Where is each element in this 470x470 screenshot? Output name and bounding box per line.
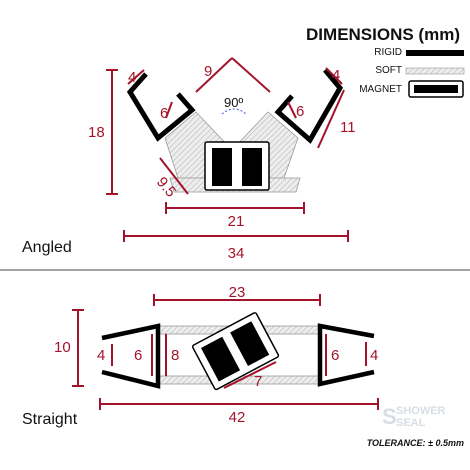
angled-angle-label: 90º — [224, 95, 243, 110]
angled-dim-left-inner: 6 — [160, 105, 168, 122]
straight-magnet-right — [230, 321, 270, 367]
watermark-line-2: SEAL — [396, 417, 426, 429]
svg-text:S: S — [382, 404, 397, 429]
angled-magnet-left — [212, 148, 232, 186]
legend-magnet-label: MAGNET — [359, 84, 402, 95]
straight-dim-right-inner: 6 — [331, 347, 339, 364]
legend-title: DIMENSIONS (mm) — [306, 25, 460, 44]
angled-profile: 90º — [22, 57, 356, 262]
angled-dim-top-run: 9 — [204, 63, 212, 80]
angled-magnet-right — [242, 148, 262, 186]
straight-dim-magnet-width: 7 — [254, 373, 262, 390]
straight-dim-right-arm: 4 — [370, 347, 378, 364]
watermark: SHOWER SEAL S — [382, 404, 446, 429]
angled-dim-right-run: 11 — [340, 119, 356, 136]
straight-dim-height: 10 — [54, 339, 71, 356]
angled-dim-overall-width: 34 — [228, 245, 245, 262]
angled-rigid-right — [274, 68, 344, 144]
angled-dim-right-inner: 6 — [296, 103, 304, 120]
straight-section-label: Straight — [22, 411, 78, 428]
angled-section-label: Angled — [22, 239, 72, 256]
straight-rigid-left — [101, 323, 161, 389]
straight-dim-overall-width: 42 — [229, 409, 246, 426]
angled-dim-right-arm: 4 — [332, 67, 340, 84]
legend: DIMENSIONS (mm) RIGID SOFT MAGNET — [306, 25, 465, 98]
angled-dim-left-arm: 4 — [128, 69, 136, 86]
straight-magnet-assembly — [191, 312, 280, 391]
straight-rigid-right — [317, 323, 375, 387]
straight-dim-magnet-height: 8 — [171, 347, 179, 364]
legend-rigid-swatch — [406, 50, 464, 56]
angled-rigid-left — [126, 72, 196, 142]
tolerance-note: TOLERANCE: ± 0.5mm — [367, 438, 464, 448]
legend-soft-label: SOFT — [375, 65, 402, 76]
straight-profile: 10 4 6 8 23 7 6 4 42 Straight — [22, 284, 379, 428]
legend-rigid-label: RIGID — [374, 47, 402, 58]
angled-right-angle-arc — [221, 108, 247, 115]
watermark-line-1: SHOWER — [396, 405, 446, 417]
angled-dim-inner-width: 21 — [228, 213, 245, 230]
legend-soft-swatch — [405, 67, 465, 75]
straight-dim-left-arm: 4 — [97, 347, 105, 364]
straight-dim-left-inner: 6 — [134, 347, 142, 364]
angled-dim-height: 18 — [88, 124, 105, 141]
straight-dim-top-width: 23 — [229, 284, 246, 301]
straight-magnet-left — [201, 336, 241, 382]
